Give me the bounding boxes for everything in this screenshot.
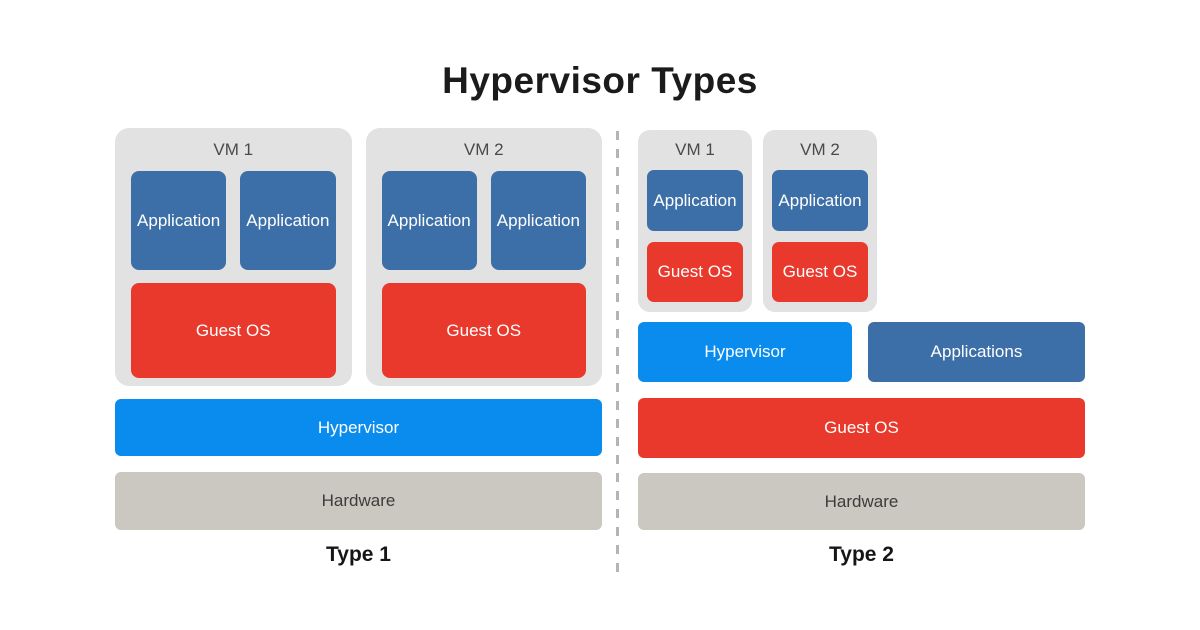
vm-name-label: VM 1 [213, 139, 254, 159]
guest-os-box: Guest OS [131, 283, 336, 378]
application-box: Application [490, 171, 586, 270]
vm-name-label: VM 1 [675, 140, 715, 159]
application-box: Application [240, 171, 336, 270]
application-box: Application [647, 170, 743, 231]
hardware-bar: Hardware [638, 473, 1085, 530]
type1-vm-row: VM 1 Application Application Guest OS VM… [115, 128, 602, 386]
dashed-divider-line [616, 131, 619, 578]
type2-vm1-card: VM 1 Application Guest OS [638, 130, 752, 312]
type1-section: VM 1 Application Application Guest OS VM… [115, 128, 602, 567]
type1-vm1-card: VM 1 Application Application Guest OS [115, 128, 352, 386]
type2-label: Type 2 [829, 543, 894, 566]
applications-row: Application Application [131, 171, 336, 270]
hardware-bar: Hardware [115, 472, 602, 530]
application-box: Application [381, 171, 477, 270]
vm-name-label: VM 2 [800, 140, 840, 159]
applications-box: Applications [868, 322, 1085, 382]
type2-section: VM 1 Application Guest OS VM 2 Applicati… [638, 130, 1085, 567]
guest-os-box: Guest OS [647, 242, 743, 302]
type2-vm2-card: VM 2 Application Guest OS [763, 130, 877, 312]
hypervisor-bar: Hypervisor [115, 399, 602, 456]
guest-os-bar: Guest OS [638, 398, 1085, 458]
guest-os-box: Guest OS [381, 283, 586, 378]
application-box: Application [772, 170, 868, 231]
guest-os-box: Guest OS [772, 242, 868, 302]
vm-name-label: VM 2 [463, 139, 504, 159]
hypervisor-box: Hypervisor [638, 322, 852, 382]
diagram-title: Hypervisor Types [442, 60, 758, 101]
type1-label: Type 1 [326, 543, 391, 566]
type1-vm2-card: VM 2 Application Application Guest OS [365, 128, 602, 386]
hypervisor-applications-row: Hypervisor Applications [638, 322, 1085, 382]
application-box: Application [131, 171, 227, 270]
type2-vm-row: VM 1 Application Guest OS VM 2 Applicati… [638, 130, 1085, 312]
applications-row: Application Application [381, 171, 586, 270]
